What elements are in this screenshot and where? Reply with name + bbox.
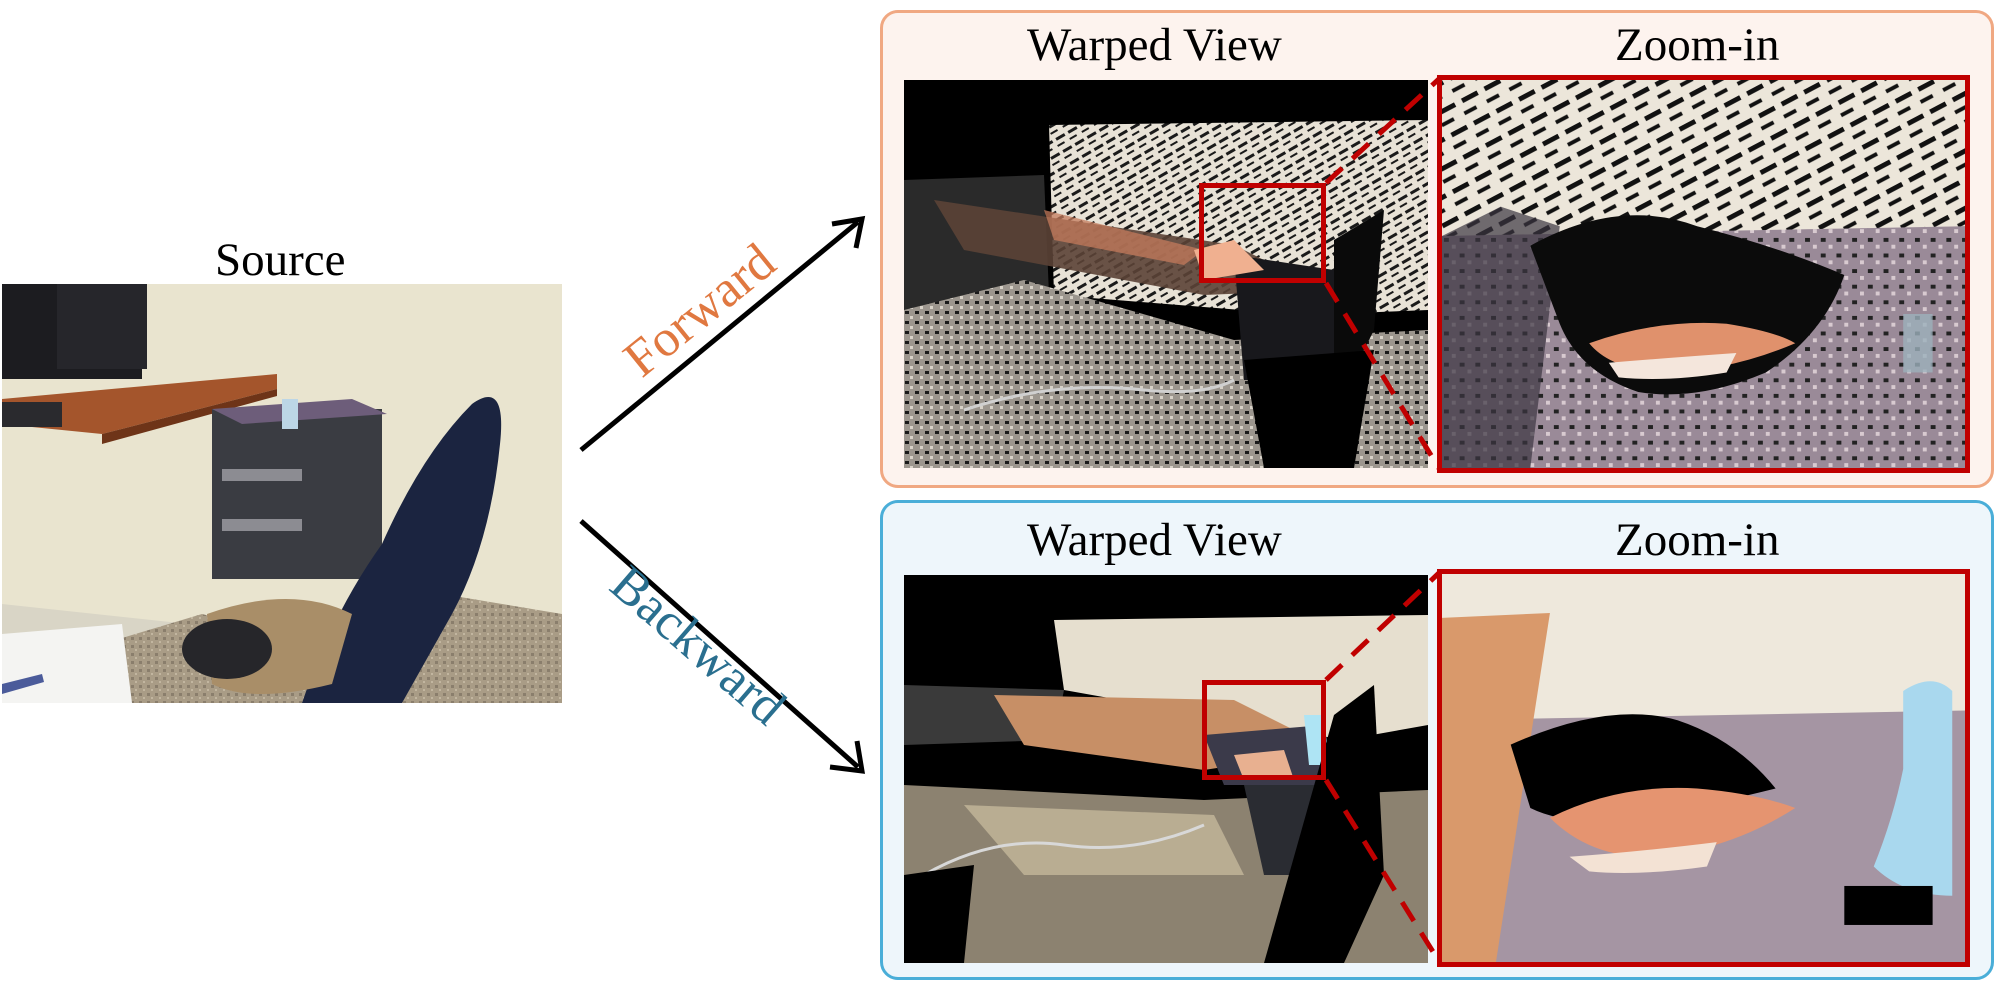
backward-roi-box: [1202, 680, 1326, 780]
backward-zoom-in-image: [1437, 569, 1970, 967]
forward-roi-box: [1199, 183, 1326, 283]
backward-warped-view-label: Warped View: [1027, 514, 1282, 566]
backward-label: Backward: [599, 554, 796, 737]
forward-zoom-in-image: [1437, 75, 1970, 473]
source-image: [2, 284, 562, 703]
forward-warped-view-image: [904, 80, 1428, 468]
backward-warped-view-image: [904, 575, 1428, 963]
source-label: Source: [215, 234, 346, 286]
backward-zoom-in-label: Zoom-in: [1615, 514, 1780, 566]
forward-zoom-in-label: Zoom-in: [1615, 19, 1780, 71]
forward-warped-view-label: Warped View: [1027, 19, 1282, 71]
forward-label: Forward: [613, 233, 787, 389]
